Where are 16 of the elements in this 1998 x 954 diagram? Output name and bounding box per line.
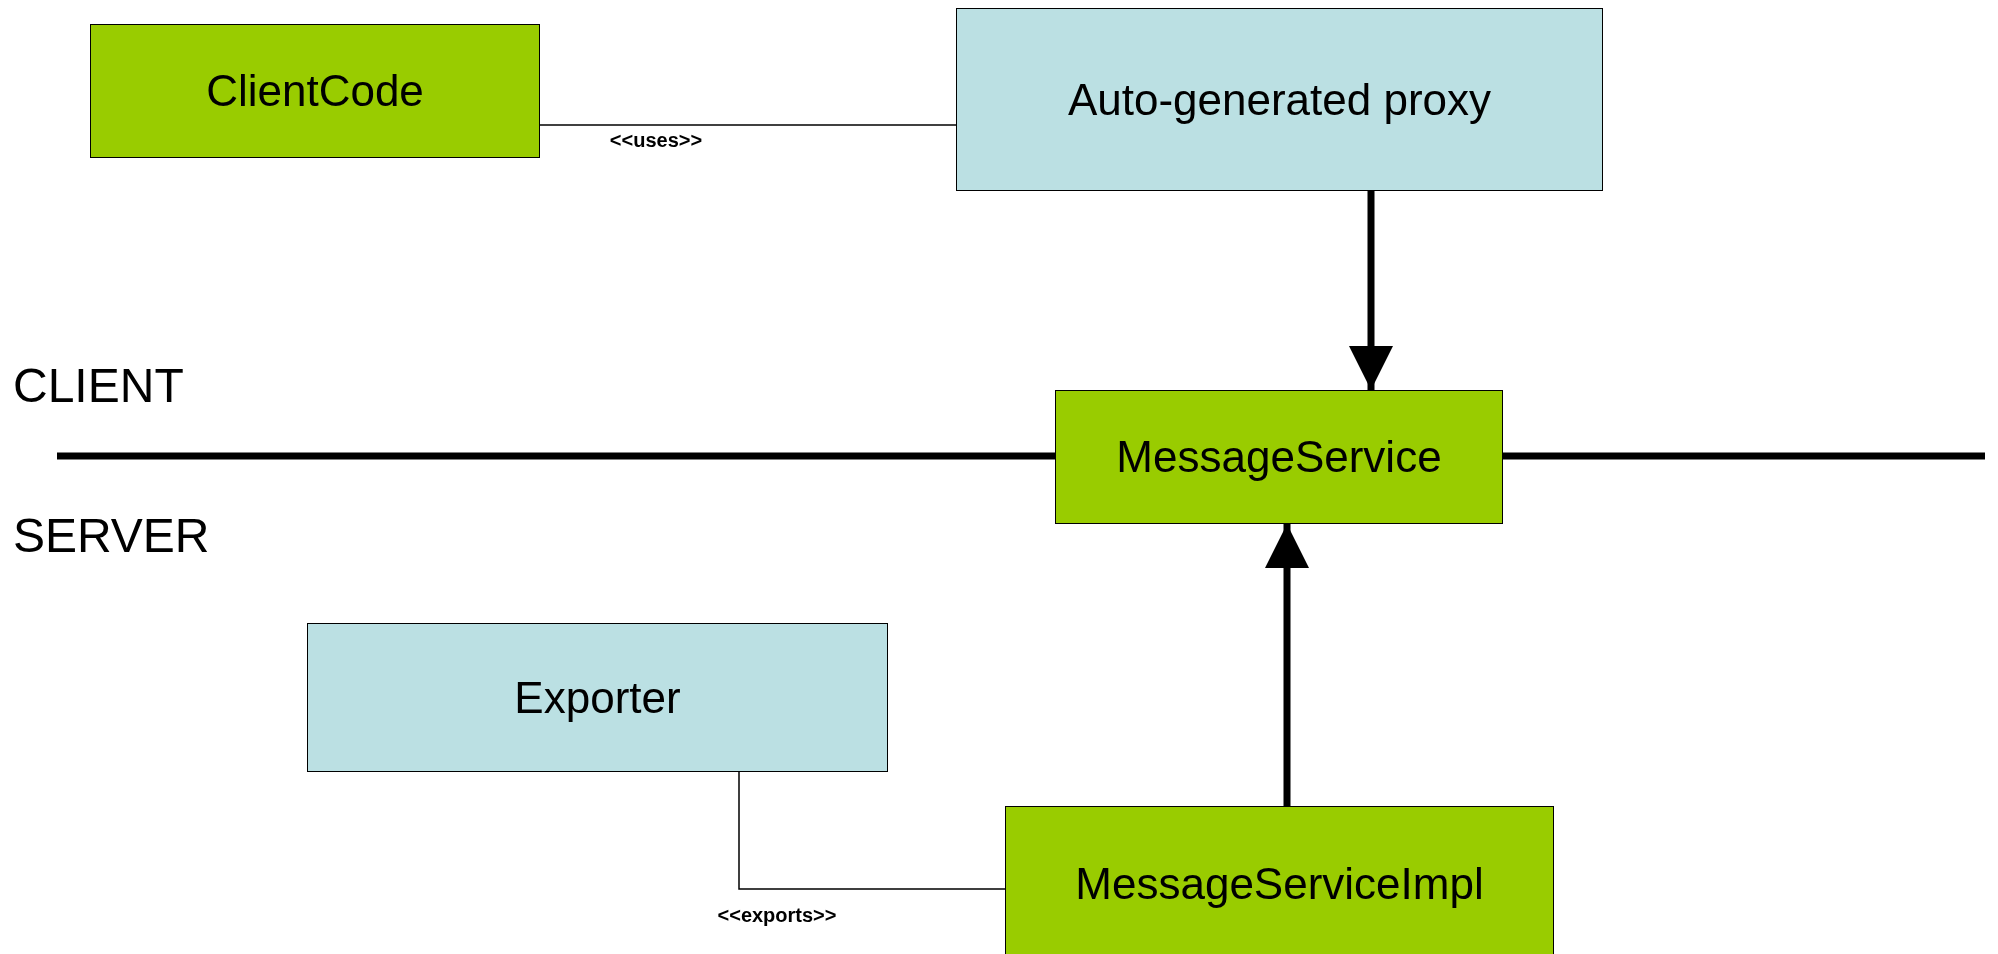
arrow — [1265, 524, 1309, 806]
connector-line — [738, 771, 1006, 890]
class-name: Exporter — [514, 672, 681, 723]
class-box — [956, 8, 1603, 191]
class-name: Auto-generated proxy — [1067, 74, 1492, 125]
class-box — [307, 623, 888, 772]
class-box — [1055, 390, 1503, 524]
tier-label: CLIENT — [13, 357, 184, 413]
arrow — [1349, 191, 1393, 390]
class-name: MessageService — [1116, 432, 1442, 482]
class-box — [1005, 806, 1554, 954]
connector-line — [539, 124, 957, 126]
class-name: MessageServiceImpl — [1075, 859, 1484, 909]
class-box — [90, 24, 540, 158]
tier-label: SERVER — [13, 507, 210, 563]
class-name: ClientCode — [206, 66, 424, 116]
